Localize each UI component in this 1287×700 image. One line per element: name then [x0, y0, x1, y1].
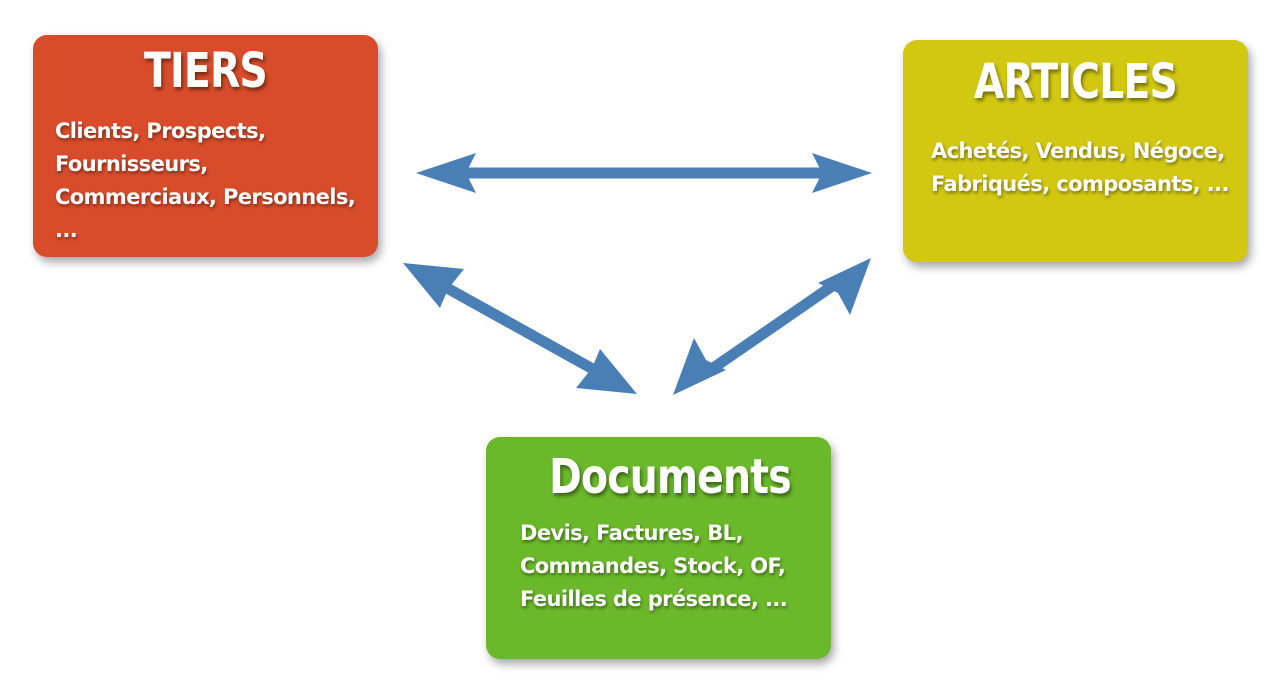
tiers-line: Commerciaux, Personnels, — [55, 185, 356, 209]
documents-line: Devis, Factures, BL, — [520, 521, 743, 545]
documents-title: Documents — [549, 449, 791, 505]
arrow-tiers-articles — [416, 153, 872, 193]
articles-line: Fabriqués, composants, ... — [931, 172, 1229, 196]
documents-line: Feuilles de présence, ... — [520, 587, 788, 611]
documents-description: Devis, Factures, BL, Commandes, Stock, O… — [520, 517, 788, 616]
articles-title: ARTICLES — [973, 54, 1178, 110]
tiers-title: TIERS — [144, 43, 268, 99]
documents-line: Commandes, Stock, OF, — [520, 554, 786, 578]
documents-box: Documents Devis, Factures, BL, Commandes… — [486, 437, 831, 659]
articles-description: Achetés, Vendus, Négoce, Fabriqués, comp… — [931, 135, 1229, 201]
tiers-line: ... — [55, 218, 78, 242]
tiers-line: Fournisseurs, — [55, 152, 208, 176]
arrow-articles-documents — [673, 258, 871, 395]
tiers-box: TIERS Clients, Prospects, Fournisseurs, … — [33, 35, 378, 257]
tiers-description: Clients, Prospects, Fournisseurs, Commer… — [55, 115, 356, 247]
articles-box: ARTICLES Achetés, Vendus, Négoce, Fabriq… — [903, 40, 1248, 262]
arrow-tiers-documents — [403, 263, 637, 394]
tiers-line: Clients, Prospects, — [55, 119, 266, 143]
articles-line: Achetés, Vendus, Négoce, — [931, 139, 1225, 163]
